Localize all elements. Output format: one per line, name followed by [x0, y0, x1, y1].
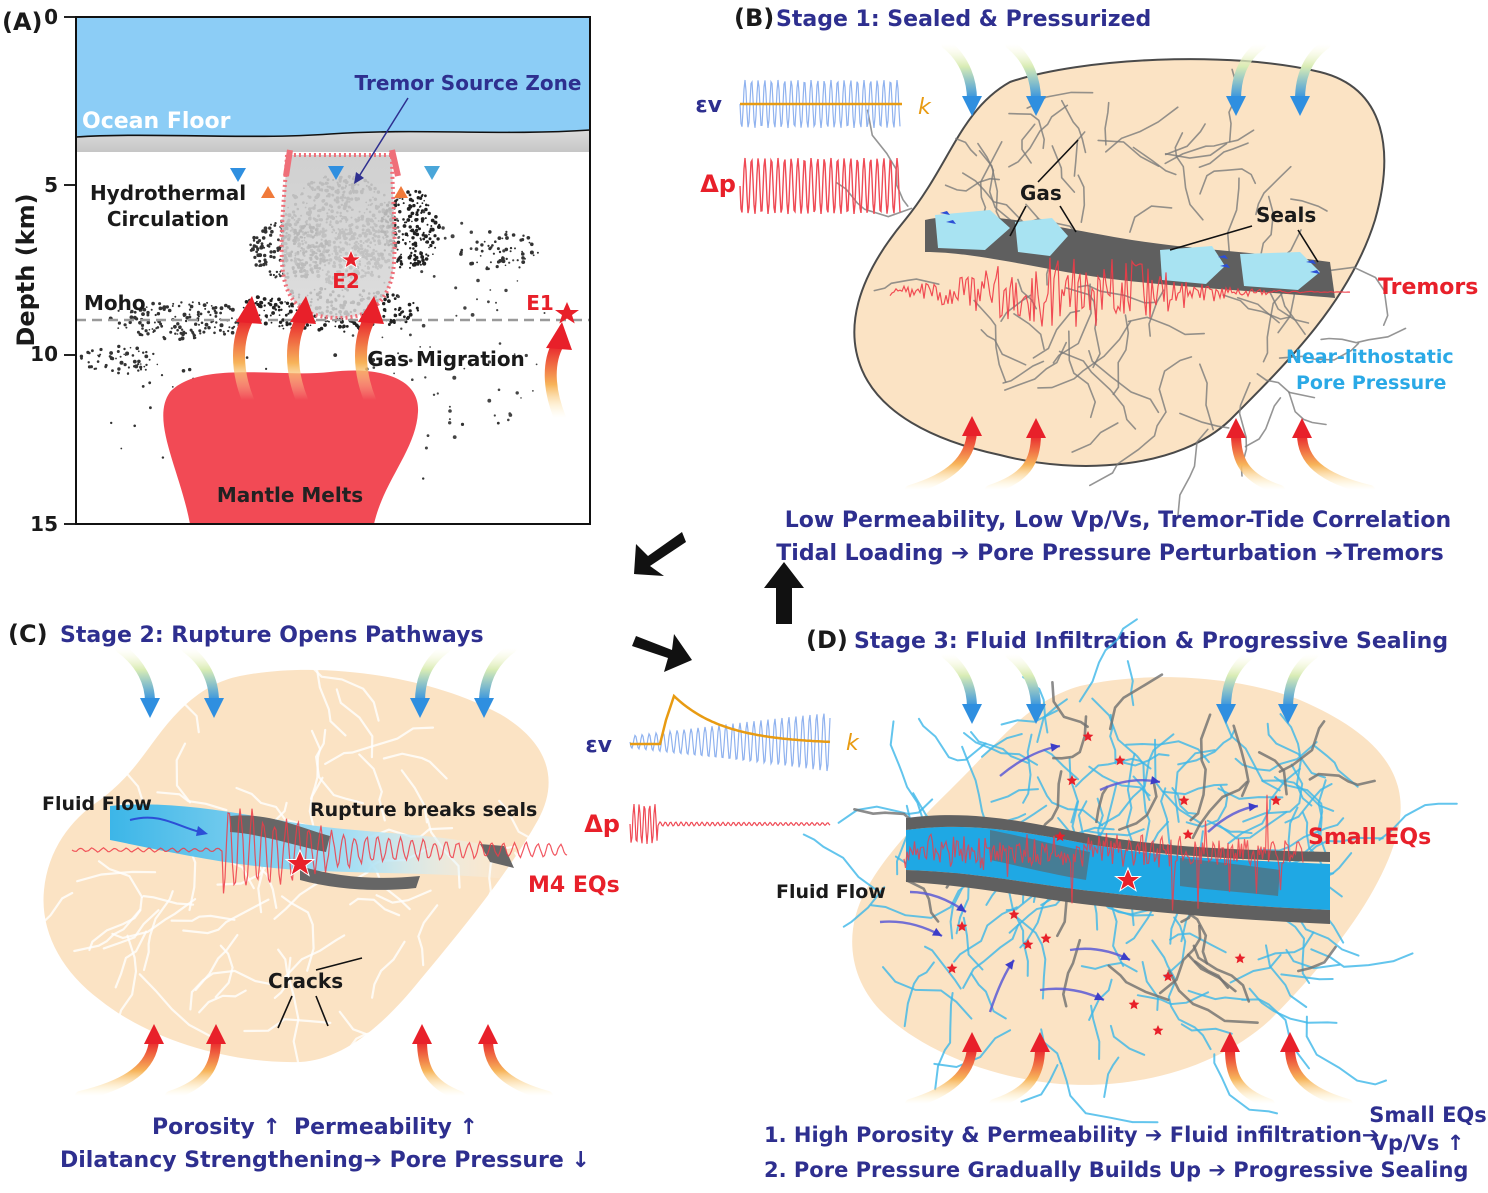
ocean-floor-label: Ocean Floor: [82, 109, 231, 134]
panel-b-caption-2: Tidal Loading ➔ Pore Pressure Perturbati…: [776, 541, 1443, 566]
rupture-label: Rupture breaks seals: [310, 799, 537, 821]
seafloor-sediment: [76, 130, 590, 152]
seals-pointers: [1169, 225, 1319, 263]
panel-d-caption-2: 2. Pore Pressure Gradually Builds Up ➔ P…: [764, 1158, 1468, 1182]
mantle-melts-label: Mantle Melts: [217, 483, 363, 507]
depth-axis-label: Depth (km): [12, 193, 40, 346]
gas-pointers: [1009, 139, 1079, 237]
event-e1-label: E1: [526, 291, 554, 315]
arrow-c-to-d: [632, 634, 692, 672]
fluid-flow-label-c: Fluid Flow: [42, 793, 152, 815]
fluid-flow-label-d: Fluid Flow: [776, 881, 886, 903]
cycle-arrows: [632, 532, 804, 672]
gas-migration-label: Gas Migration: [367, 347, 525, 371]
tick-5: 5: [44, 173, 58, 197]
arrow-d-to-b: [764, 562, 804, 624]
tick-10: 10: [30, 342, 58, 366]
fluid-flow-arrows-d: [879, 743, 1259, 1013]
panel-a-frame: [75, 16, 591, 525]
panel-b-title: Stage 1: Sealed & Pressurized: [776, 7, 1151, 32]
waveform-inset-mid: [629, 693, 831, 845]
tick-0: 0: [44, 5, 58, 29]
tick-15: 15: [30, 512, 58, 536]
event-e2-label: E2: [332, 269, 360, 293]
tremor-waveform-b: [889, 257, 1351, 327]
gas-pockets-b: [935, 210, 1320, 290]
panel-d-caption-1-right-2: Vp/Vs ↑: [1372, 1131, 1465, 1155]
hydrothermal-up-arrows: [261, 186, 408, 218]
eps-label-b: εv: [695, 93, 722, 118]
loading-arrows-c: [75, 643, 553, 1101]
hydrothermal-label-2: Circulation: [107, 207, 229, 231]
main-eq-star-d: [1113, 866, 1143, 892]
dp-label-mid: Δp: [584, 810, 620, 838]
fluid-arrows-b: [940, 211, 1320, 274]
hydrothermal-label-1: Hydrothermal: [90, 181, 246, 205]
tidal-waveform-inset-b: [739, 79, 902, 215]
seals-label: Seals: [1256, 203, 1316, 227]
panel-c-caption-2: Dilatancy Strengthening➔ Pore Pressure ↓: [60, 1148, 590, 1173]
moho-label: Moho: [84, 291, 146, 315]
panel-c: (C) Stage 2: Rupture Opens Pathways Flui…: [0, 620, 620, 1173]
mantle-melts: [163, 370, 419, 524]
tremor-source-zone: [279, 153, 397, 321]
panel-a: (A) Depth (km) 0 5 10 15 Ocean Floor Moh…: [2, 5, 591, 536]
cracks-label: Cracks: [268, 969, 343, 993]
loading-arrows-b: [905, 39, 1375, 495]
arrow-b-to-c: [634, 532, 686, 576]
panel-d-caption-1: 1. High Porosity & Permeability ➔ Fluid …: [764, 1123, 1380, 1147]
panel-mid-inset: εv k Δp: [584, 693, 860, 845]
panel-a-label: (A): [2, 8, 43, 36]
gas-label: Gas: [1020, 181, 1062, 205]
tremor-zone-label: Tremor Source Zone: [355, 71, 582, 95]
near-lithostatic-label-2: Pore Pressure: [1296, 372, 1446, 394]
tremors-label: Tremors: [1378, 275, 1478, 300]
gas-migration-arrows: [233, 296, 572, 424]
small-eq-stars-d: [946, 731, 1282, 1036]
panel-d-title: Stage 3: Fluid Infiltration & Progressiv…: [854, 629, 1448, 654]
loading-arrows-d: [905, 649, 1353, 1109]
event-e1-star: [555, 302, 579, 324]
permeability-label: Permeability ↑: [294, 1115, 478, 1140]
k-label-mid: k: [846, 731, 860, 756]
panel-d-label: (D): [806, 626, 848, 654]
panel-b-caption-1: Low Permeability, Low Vp/Vs, Tremor-Tide…: [785, 508, 1451, 533]
panel-b-label: (B): [734, 4, 774, 32]
hydrothermal-down-arrows: [230, 120, 440, 182]
dp-label-b: Δp: [700, 170, 736, 198]
rupture-waveform-c: [71, 808, 568, 894]
rupture-star: [284, 848, 316, 877]
panel-c-label: (C): [8, 620, 48, 648]
near-lithostatic-label-1: Near-lithostatic: [1286, 346, 1454, 368]
panel-d-caption-1-right: Small EQs: [1369, 1103, 1487, 1127]
m4-label: M4 EQs: [528, 873, 620, 898]
cracks-pointers: [277, 957, 363, 1029]
small-eq-waveform-d: [903, 794, 1304, 911]
ocean: [76, 17, 590, 137]
panel-b: (B) Stage 1: Sealed & Pressurized εv k Δ…: [695, 4, 1478, 566]
porosity-label: Porosity ↑: [152, 1115, 281, 1140]
panel-d: (D) Stage 3: Fluid Infiltration & Progre…: [764, 618, 1487, 1182]
event-e2-star: [339, 248, 363, 269]
panel-c-title: Stage 2: Rupture Opens Pathways: [60, 623, 484, 648]
k-label-b: k: [918, 95, 932, 120]
small-eqs-label-d: Small EQs: [1308, 825, 1431, 850]
eps-label-mid: εv: [585, 733, 612, 758]
